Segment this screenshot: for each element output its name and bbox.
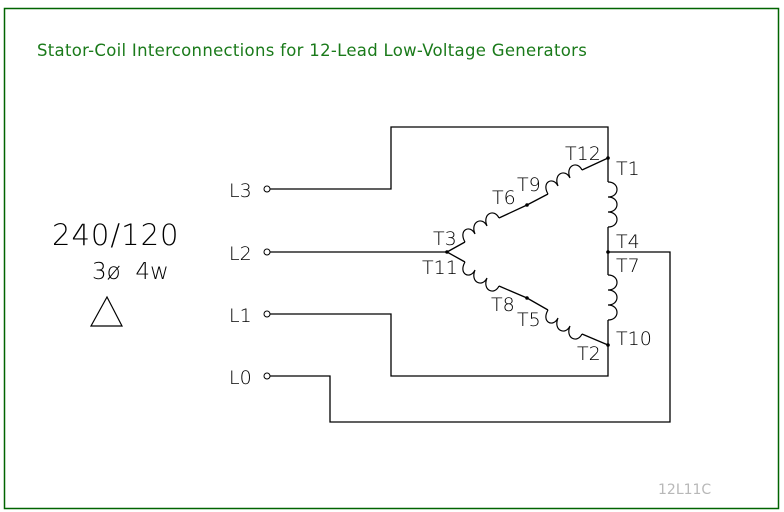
phase-wire-rating: 3ø 4w [92,259,169,285]
terminal-label-T7: T7 [616,255,640,277]
terminal-L0 [263,372,271,380]
junction-T4-T7 [606,250,610,254]
wire-L3 [270,126,609,190]
terminal-label-T2: T2 [577,343,601,365]
voltage-rating: 240/120 [52,218,179,252]
terminal-label-T12: T12 [565,143,601,165]
terminal-L1 [263,310,271,318]
junction-T2-T10 [606,343,610,347]
wire-L0 [270,251,671,423]
coil-T1-T4 [607,158,618,252]
terminal-label-T10: T10 [616,328,652,350]
wire-L1 [270,313,609,377]
terminal-label-T9: T9 [517,174,541,196]
line-label-L3: L3 [229,180,252,202]
terminal-label-T8: T8 [491,294,515,316]
drawing-border [3,7,780,510]
delta-icon [89,295,123,327]
line-label-L0: L0 [229,367,252,389]
line-label-L2: L2 [229,243,252,265]
terminal-L2 [263,248,271,256]
terminal-label-T3: T3 [433,228,457,250]
junction-T1-T12 [606,156,610,160]
terminal-label-T11: T11 [422,257,458,279]
line-label-L1: L1 [229,305,252,327]
junction-T3-T11 [445,250,449,254]
coil-T3-T6 [446,204,528,253]
terminal-label-T5: T5 [517,309,541,331]
terminal-label-T1: T1 [616,158,640,180]
coil-T9-T12 [526,157,609,206]
terminal-label-T6: T6 [492,187,516,209]
coil-T11-T8 [446,251,528,299]
coil-T5-T2 [526,297,609,346]
terminal-L3 [263,185,271,193]
diagram-title: Stator-Coil Interconnections for 12-Lead… [37,41,587,60]
coil-T7-T10 [607,252,618,345]
junction-T6-T9 [525,203,529,207]
drawing-code: 12L11C [658,482,711,498]
junction-T8-T5 [525,296,529,300]
terminal-label-T4: T4 [616,231,640,253]
